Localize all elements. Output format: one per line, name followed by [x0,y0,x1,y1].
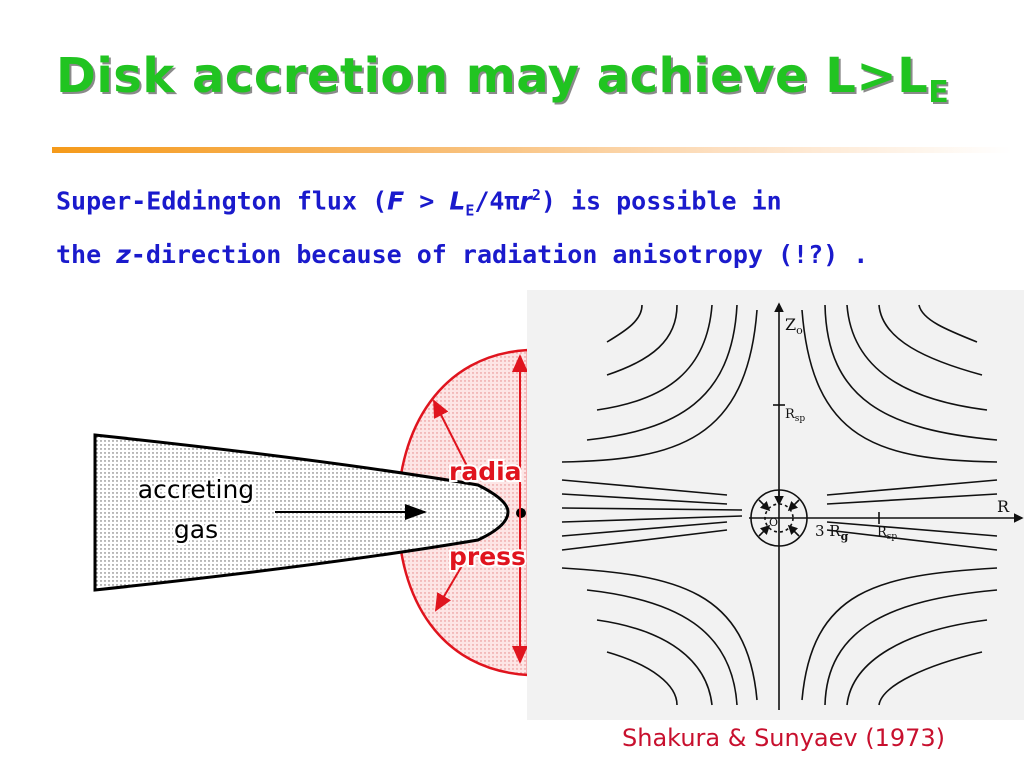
rg-label: 3 Rg [815,522,849,543]
label-radiation: radia [449,457,522,486]
diagonal-arrow-down [434,551,471,612]
rsp-top-label: Rsp [785,407,805,424]
label-pressure: press [449,542,526,571]
z-axis-label: Zo [785,315,803,337]
figure-caption: Shakura & Sunyaev (1973) [622,724,946,752]
title-divider [52,147,1012,153]
flowline-svg: Zo Rsp R 3 Rg Rsp O [561,302,1024,710]
origin-label: O [769,516,778,529]
slide-title: Disk accretion may achieve L>LE [56,48,950,110]
diagonal-arrow-up [433,399,471,473]
label-gas: gas [174,515,218,544]
accretion-diagram: accreting gas radia press [93,348,530,677]
r-axis-label: R [997,497,1010,516]
title-subscript: E [928,75,950,110]
body-line-2: the z-direction because of radiation ani… [56,240,869,269]
rsp-right-label: Rsp [877,525,897,542]
body-line-1: Super-Eddington flux (F > LE/4πr2) is po… [56,186,782,220]
flowline-figure: Zo Rsp R 3 Rg Rsp O [527,290,1024,720]
label-accreting: accreting [138,475,254,504]
